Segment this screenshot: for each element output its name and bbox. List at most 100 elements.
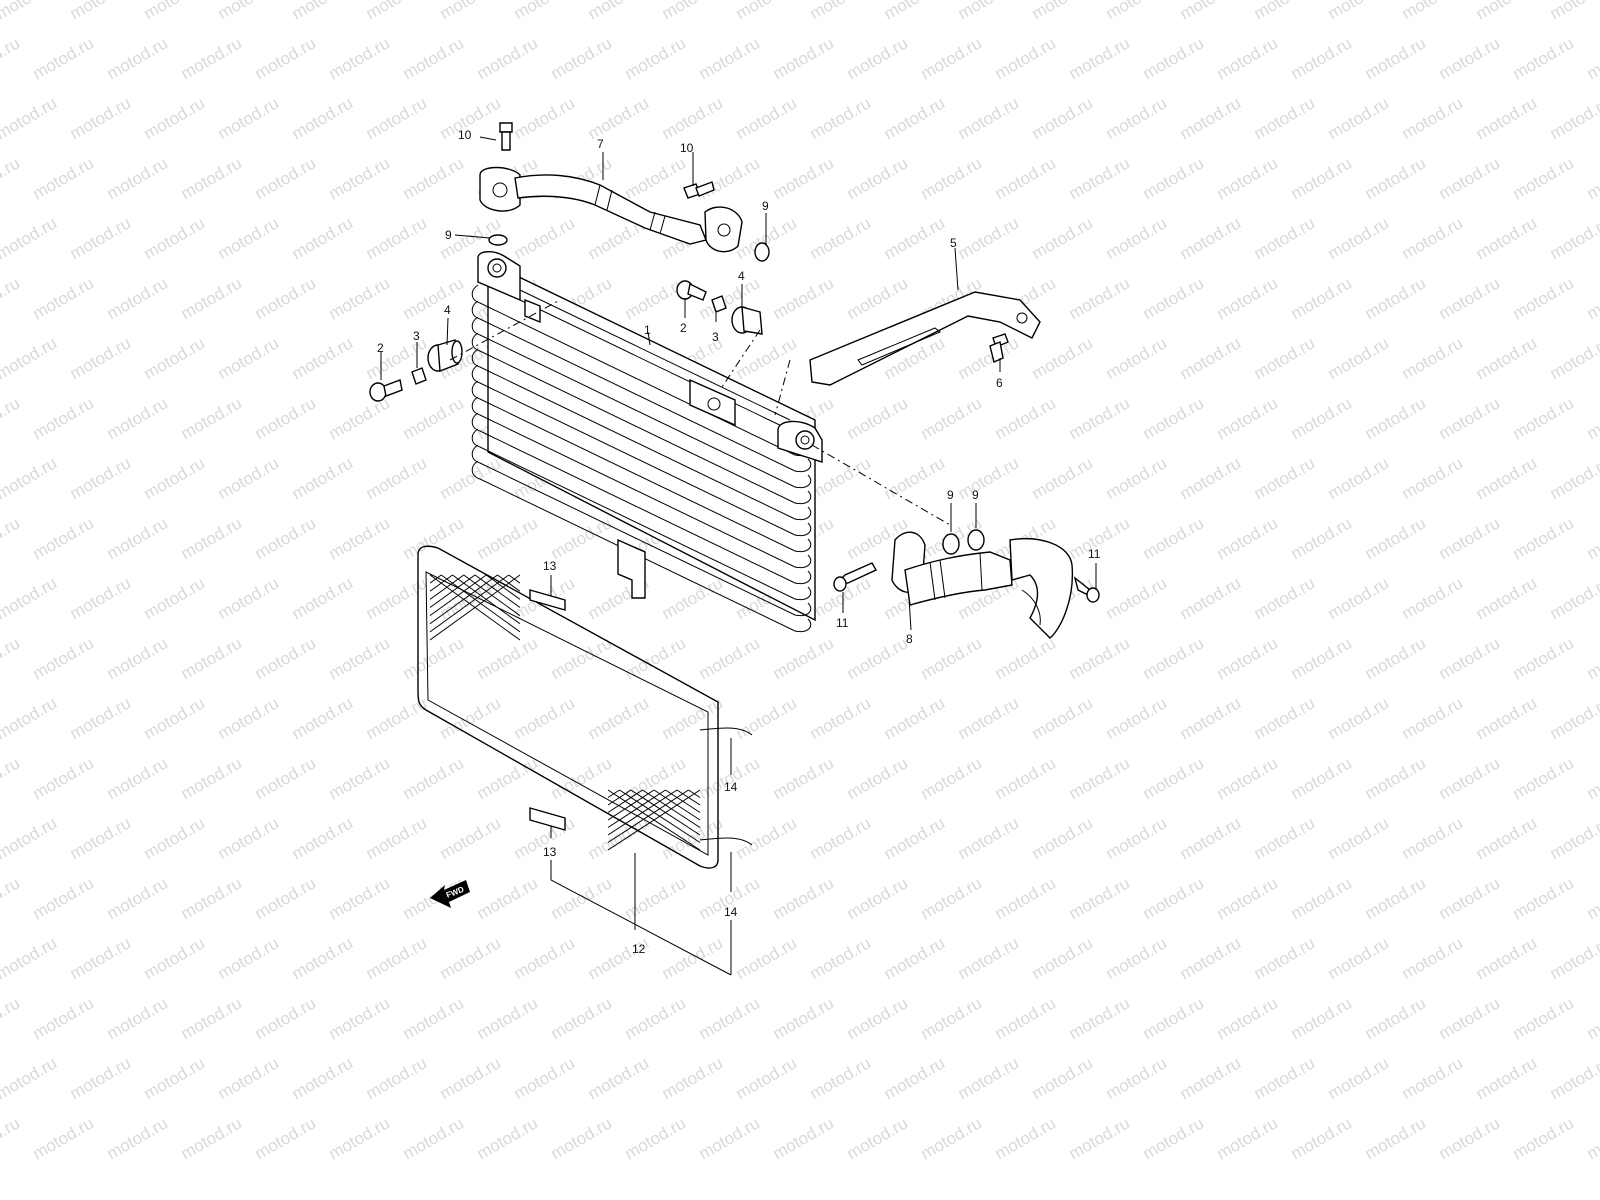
watermark-text: motod.ru <box>0 453 60 503</box>
watermark-text: motod.ru <box>289 0 357 23</box>
watermark-text: motod.ru <box>844 153 912 203</box>
watermark-text: motod.ru <box>30 513 98 563</box>
watermark-text: motod.ru <box>1436 153 1504 203</box>
watermark-text: motod.ru <box>0 573 60 623</box>
watermark-text: motod.ru <box>1251 213 1319 263</box>
watermark-text: motod.ru <box>437 933 505 983</box>
watermark-text: motod.ru <box>1547 213 1600 263</box>
watermark-text: motod.ru <box>992 633 1060 683</box>
watermark-text: motod.ru <box>881 453 949 503</box>
watermark-text: motod.ru <box>1399 213 1467 263</box>
tape-13-upper <box>529 589 566 611</box>
watermark-text: motod.ru <box>326 753 394 803</box>
bolt-10-left <box>499 122 513 151</box>
label-part-5: 5 <box>950 236 957 250</box>
watermark-text: motod.ru <box>1177 573 1245 623</box>
watermark-text: motod.ru <box>400 753 468 803</box>
watermark-text: motod.ru <box>918 33 986 83</box>
watermark-text: motod.ru <box>1436 393 1504 443</box>
watermark-text: motod.ru <box>1510 873 1578 923</box>
watermark-text: motod.ru <box>1214 33 1282 83</box>
watermark-text: motod.ru <box>955 693 1023 743</box>
mesh-line <box>429 574 442 584</box>
watermark-text: motod.ru <box>992 33 1060 83</box>
watermark-text: motod.ru <box>770 33 838 83</box>
watermark-text: motod.ru <box>696 33 764 83</box>
mesh-line <box>429 574 453 592</box>
watermark-text: motod.ru <box>326 1113 394 1163</box>
watermark-text: motod.ru <box>1251 693 1319 743</box>
watermark-text: motod.ru <box>1288 1113 1356 1163</box>
watermark-text: motod.ru <box>178 633 246 683</box>
watermark-text: motod.ru <box>696 633 764 683</box>
watermark-text: motod.ru <box>622 153 690 203</box>
watermark-text: motod.ru <box>67 213 135 263</box>
watermark-text: motod.ru <box>881 93 949 143</box>
watermark-text: motod.ru <box>992 993 1060 1043</box>
watermark-text: motod.ru <box>770 993 838 1043</box>
watermark-text: motod.ru <box>1288 153 1356 203</box>
watermark-text: motod.ru <box>1399 813 1467 863</box>
watermark-text: motod.ru <box>30 1113 98 1163</box>
bolt-10-right <box>683 181 715 199</box>
watermark-text: motod.ru <box>1325 333 1393 383</box>
watermark-text: motod.ru <box>1103 1053 1171 1103</box>
watermark-text: motod.ru <box>1399 573 1467 623</box>
watermark-text: motod.ru <box>1473 93 1541 143</box>
watermark-text: motod.ru <box>1510 633 1578 683</box>
watermark-text: motod.ru <box>326 393 394 443</box>
watermark-text: motod.ru <box>1362 273 1430 323</box>
watermark-text: motod.ru <box>1325 213 1393 263</box>
watermark-text: motod.ru <box>0 813 60 863</box>
watermark-text: motod.ru <box>252 753 320 803</box>
watermark-text: motod.ru <box>548 753 616 803</box>
watermark-text: motod.ru <box>289 573 357 623</box>
watermark-text: motod.ru <box>0 693 60 743</box>
mesh-line <box>429 574 510 633</box>
watermark-text: motod.ru <box>622 993 690 1043</box>
watermark-text: motod.ru <box>67 933 135 983</box>
guard-mesh <box>429 574 701 851</box>
watermark-text: motod.ru <box>326 33 394 83</box>
watermark-text: motod.ru <box>0 753 23 803</box>
watermark-text: motod.ru <box>1362 33 1430 83</box>
watermark-text: motod.ru <box>844 273 912 323</box>
watermark-text: motod.ru <box>548 873 616 923</box>
watermark-text: motod.ru <box>1177 453 1245 503</box>
watermark-text: motod.ru <box>363 93 431 143</box>
watermark-text: motod.ru <box>1547 693 1600 743</box>
label-part-9-upper-left: 9 <box>445 228 452 242</box>
watermark-text: motod.ru <box>0 33 23 83</box>
watermark-text: motod.ru <box>1288 513 1356 563</box>
watermark-text: motod.ru <box>696 1113 764 1163</box>
watermark-text: motod.ru <box>1473 573 1541 623</box>
watermark-text: motod.ru <box>770 153 838 203</box>
watermark-text: motod.ru <box>844 753 912 803</box>
watermark-text: motod.ru <box>1140 33 1208 83</box>
watermark-text: motod.ru <box>1473 0 1541 23</box>
watermark-text: motod.ru <box>1140 993 1208 1043</box>
label-part-1: 1 <box>644 323 651 337</box>
watermark-text: motod.ru <box>1584 1113 1600 1163</box>
watermark-text: motod.ru <box>585 1053 653 1103</box>
watermark-text: motod.ru <box>289 693 357 743</box>
watermark-text: motod.ru <box>104 273 172 323</box>
watermark-text: motod.ru <box>955 333 1023 383</box>
watermark-text: motod.ru <box>0 873 23 923</box>
watermark-text: motod.ru <box>844 993 912 1043</box>
watermark-text: motod.ru <box>1029 453 1097 503</box>
watermark-text: motod.ru <box>1362 513 1430 563</box>
watermark-text: motod.ru <box>1177 333 1245 383</box>
watermark-text: motod.ru <box>1140 873 1208 923</box>
watermark-text: motod.ru <box>67 0 135 23</box>
watermark-text: motod.ru <box>30 33 98 83</box>
watermark-text: motod.ru <box>30 633 98 683</box>
watermark-text: motod.ru <box>0 333 60 383</box>
watermark-text: motod.ru <box>178 873 246 923</box>
watermark-text: motod.ru <box>1029 813 1097 863</box>
label-part-9-upper-right: 9 <box>762 199 769 213</box>
watermark-text: motod.ru <box>770 753 838 803</box>
grommet-4-right <box>731 306 763 335</box>
watermark-text: motod.ru <box>733 693 801 743</box>
watermark-text: motod.ru <box>992 873 1060 923</box>
